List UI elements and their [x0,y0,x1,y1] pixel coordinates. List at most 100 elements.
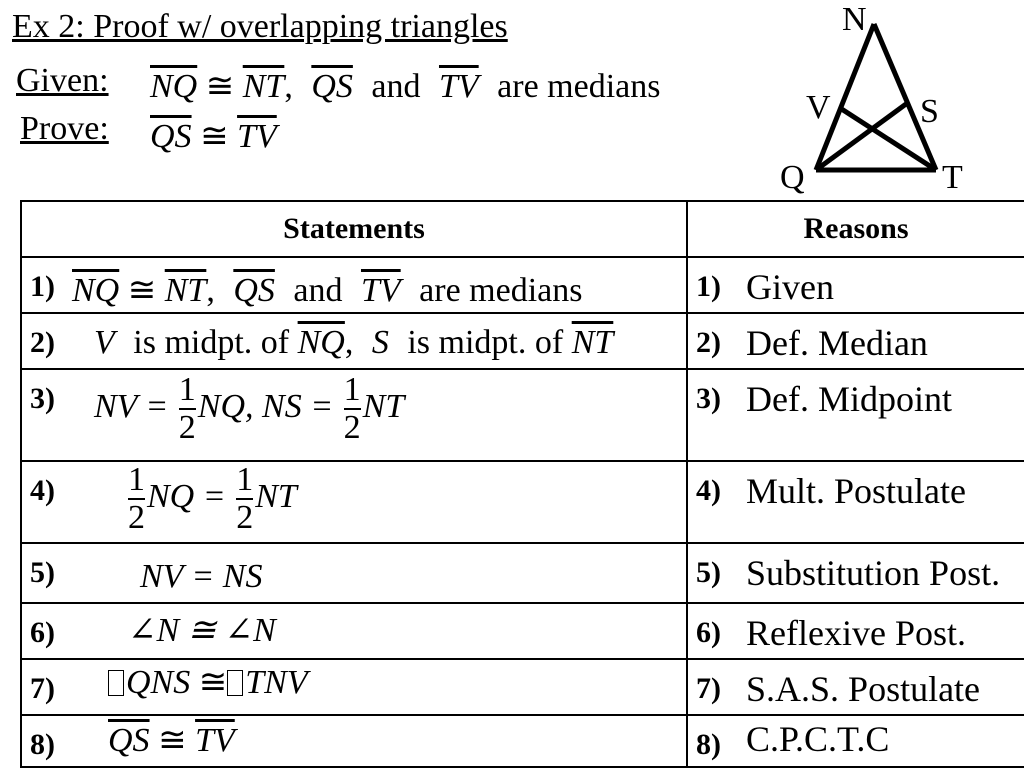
page-title: Ex 2: Proof w/ overlapping triangles [12,8,508,45]
prove-statement: QS ≅ TV [150,116,277,156]
equation-rhs: NT [362,387,405,425]
table-row: 6) ∠N ≅ ∠N 6) Reflexive Post. [20,602,1024,660]
prove-segment-tv: TV [237,118,277,155]
given-statement: NQ ≅ NT, QS and TV are medians [150,66,660,106]
median-tv [838,105,938,173]
segment-nt: NT [571,324,614,361]
reason-cell: 6) Reflexive Post. [686,602,1024,660]
equation-middle: NQ = [147,477,226,515]
statement-cell: 8) QS ≅ TV [20,714,688,768]
triangle-icon [227,670,244,696]
statement-cell: 5) NV = NS [20,542,688,604]
congruent-symbol: ≅ [200,118,229,155]
reason-number: 7) [696,672,721,705]
side-nt [871,23,939,171]
reason-text: Reflexive Post. [746,613,966,653]
and-text: and [371,68,421,105]
congruent-symbol: ≅ [158,722,187,759]
reason-cell: 8) C.P.C.T.C [686,714,1024,768]
reason-cell: 4) Mult. Postulate [686,460,1024,544]
congruent-symbol: ≅ [205,68,235,105]
equation-rhs: NQ, [197,387,254,425]
statement-text: NV = NS [140,558,263,595]
reason-text: C.P.C.T.C [746,719,890,759]
given-label: Given: [16,62,109,99]
median-qs [814,101,908,173]
reason-cell: 7) S.A.S. Postulate [686,658,1024,716]
midpoint-text: is midpt. of [407,324,564,361]
reason-number: 6) [696,616,721,649]
triangle-diagram: N V S Q T [780,1,963,196]
reason-text: Def. Midpoint [746,379,952,419]
segment-nq: NQ [72,272,120,309]
reason-cell: 1) Given [686,256,1024,314]
given-tail: are medians [497,68,661,105]
table-row: 5) NV = NS 5) Substitution Post. [20,542,1024,604]
statement-text: ∠N ≅ ∠N [128,612,276,649]
vertex-label-s: S [920,93,939,130]
reason-cell: 3) Def. Midpoint [686,368,1024,462]
statement-text: QS ≅ TV [108,720,235,760]
step-number: 4) [30,474,55,507]
point-s: S [371,324,389,361]
table-row: 1) NQ ≅ NT, QS and TV are medians 1) Giv… [20,256,1024,314]
comma: , [284,68,293,105]
statement-cell: 6) ∠N ≅ ∠N [20,602,688,660]
proof-table: Statements Reasons 1) NQ ≅ NT, QS and TV… [20,200,1024,768]
header-row: Statements Reasons [20,200,1024,258]
given-segment-nt: NT [242,68,285,105]
step-number: 5) [30,556,55,589]
vertex-label-n: N [842,1,867,38]
reason-text: Given [746,267,834,307]
segment-nt: NT [164,272,207,309]
comma: , [206,272,215,309]
table-row: 2) V is midpt. of NQ, S is midpt. of NT … [20,312,1024,370]
vertex-label-v: V [806,89,831,126]
reason-number: 1) [696,270,721,303]
statement-tail: are medians [419,272,583,309]
equation-lhs: NS = [262,387,334,425]
triangle-qns: QNS [126,664,191,701]
reason-cell: 5) Substitution Post. [686,542,1024,604]
midpoint-text: is midpt. of [133,324,290,361]
reason-number: 3) [696,382,721,415]
vertex-label-q: Q [780,159,805,196]
reason-number: 5) [696,556,721,589]
segment-qs: QS [108,722,150,759]
statement-text: NQ ≅ NT, QS and TV are medians [72,270,582,310]
step-number: 8) [30,728,55,761]
step-number: 1) [30,270,55,303]
table-row: 7) QNS ≅TNV 7) S.A.S. Postulate [20,658,1024,716]
triangle-icon [108,670,124,696]
reason-text: Def. Median [746,323,928,363]
statement-text: V is midpt. of NQ, S is midpt. of NT [94,324,613,362]
step-number: 2) [30,326,55,359]
prove-segment-qs: QS [150,118,192,155]
and-text: and [293,272,343,309]
congruent-symbol: ≅ [127,272,157,309]
segment-tv: TV [195,722,235,759]
step-number: 3) [30,382,55,415]
segment-qs: QS [233,272,275,309]
given-segment-qs: QS [311,68,353,105]
point-v: V [94,324,115,361]
statement-cell: 2) V is midpt. of NQ, S is midpt. of NT [20,312,688,370]
equation-lhs: NV = [94,387,169,425]
statement-cell: 7) QNS ≅TNV [20,658,688,716]
vertex-label-t: T [942,159,963,196]
reason-number: 8) [696,728,721,761]
side-nq [813,23,877,171]
reason-number: 2) [696,326,721,359]
step-number: 6) [30,616,55,649]
reason-number: 4) [696,474,721,507]
table-row: 8) QS ≅ TV 8) C.P.C.T.C [20,714,1024,768]
reasons-header: Reasons [686,200,1024,258]
reason-cell: 2) Def. Median [686,312,1024,370]
